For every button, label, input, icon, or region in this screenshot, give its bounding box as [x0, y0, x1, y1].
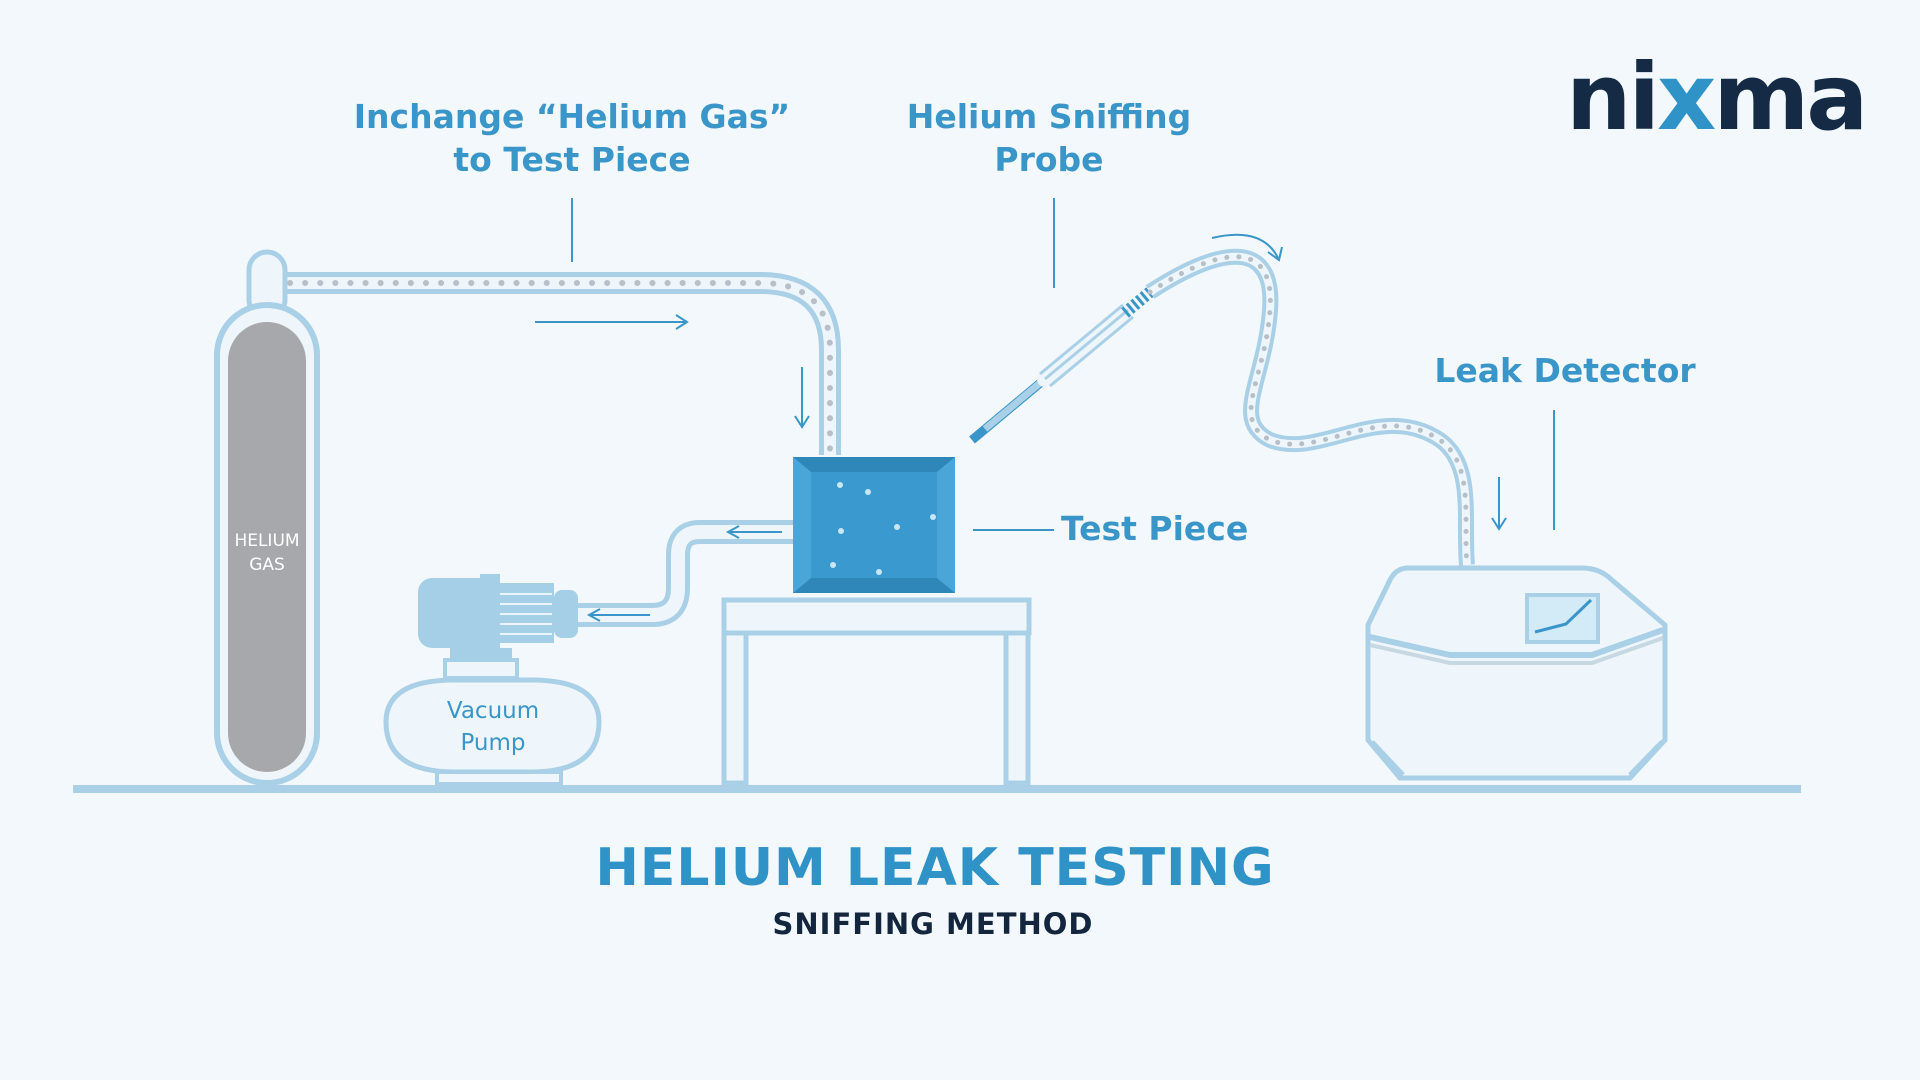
vacuum-flow-arrow-upper — [725, 525, 782, 539]
table — [721, 597, 1032, 786]
sniffing-probe — [969, 287, 1154, 444]
helium-cylinder — [214, 249, 320, 786]
pump-label-line2: Pump — [460, 730, 525, 756]
pump-label-line1: Vacuum — [447, 698, 539, 724]
ground-line — [73, 785, 1801, 793]
logo-prefix: ni — [1566, 44, 1660, 151]
logo-suffix: ma — [1713, 44, 1868, 151]
probe-label-line2: Probe — [994, 140, 1104, 179]
vacuum-hose — [568, 520, 795, 627]
leak-detector — [1365, 565, 1668, 781]
flow-arrow-right — [535, 314, 689, 330]
flow-arrow-down — [794, 367, 810, 429]
vacuum-pump — [383, 574, 602, 786]
diagram-subtitle: SNIFFING METHOD — [772, 907, 1094, 941]
inchange-label: Inchange “Helium Gas” to Test Piece — [352, 95, 792, 181]
helium-supply-hose — [283, 272, 841, 458]
probe-label: Helium Sniffing Probe — [899, 95, 1199, 181]
cylinder-label-line1: HELIUM — [234, 531, 299, 551]
probe-label-line1: Helium Sniffing — [906, 97, 1192, 136]
probe-flow-arrow — [1211, 233, 1283, 262]
nixma-logo: nixma — [1566, 44, 1868, 151]
detector-flow-arrow — [1491, 477, 1507, 531]
cylinder-label-line2: GAS — [249, 555, 285, 575]
inchange-label-line1: Inchange “Helium Gas” — [353, 97, 791, 136]
inchange-label-line2: to Test Piece — [453, 140, 691, 179]
vacuum-flow-arrow-lower — [586, 608, 650, 622]
test-piece — [793, 457, 955, 593]
test-piece-label: Test Piece — [1061, 509, 1249, 548]
logo-accent: x — [1657, 44, 1716, 151]
leak-detector-label: Leak Detector — [1434, 351, 1696, 390]
diagram-title: HELIUM LEAK TESTING — [595, 838, 1275, 898]
probe-hose — [1145, 248, 1475, 568]
